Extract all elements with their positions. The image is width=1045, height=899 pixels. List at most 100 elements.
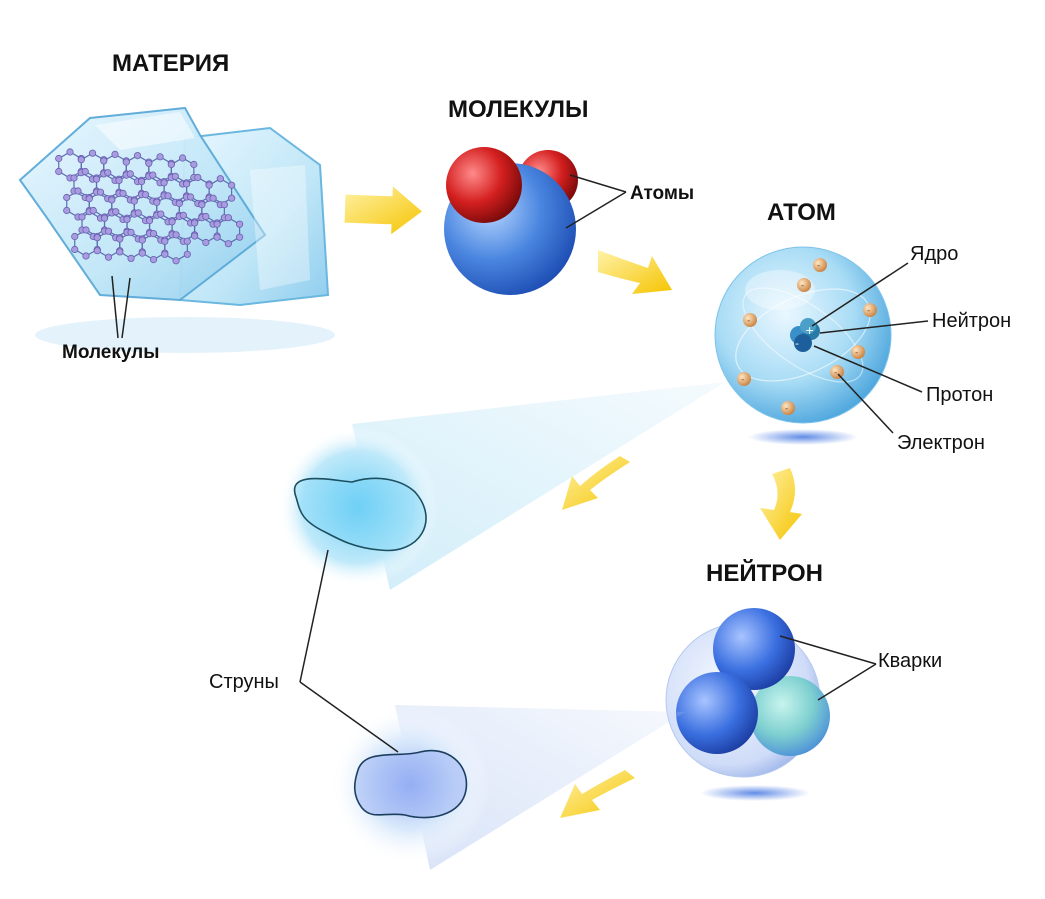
- lattice-atom: [220, 201, 228, 209]
- lattice-atom: [149, 171, 157, 179]
- svg-text:+: +: [805, 324, 814, 337]
- electron-minus: -: [785, 404, 788, 414]
- atom-nucleus: + -: [790, 318, 820, 352]
- lattice-atom: [63, 193, 71, 202]
- lattice-atom: [228, 194, 236, 202]
- lattice-atom: [213, 233, 221, 241]
- electron-dot: [797, 278, 811, 292]
- lattice-atom: [108, 196, 116, 204]
- lattice-atom: [134, 209, 142, 217]
- lattice-atom: [194, 173, 202, 182]
- lattice-atom: [164, 192, 172, 200]
- atom-pointers: [811, 262, 929, 434]
- label-nucleus: Ядро: [910, 243, 959, 265]
- lattice-atom: [138, 249, 146, 257]
- lattice-atom: [77, 156, 85, 164]
- lattice-atom: [85, 195, 93, 203]
- lattice-atom: [119, 189, 127, 197]
- title-matter: МАТЕРИЯ: [112, 50, 230, 77]
- lattice-atom: [141, 191, 150, 199]
- lattice-atom: [157, 210, 165, 218]
- lattice-atom: [63, 206, 71, 215]
- electron-dot: [737, 372, 751, 386]
- lattice-atom: [78, 213, 86, 221]
- lattice-atom: [172, 231, 180, 239]
- lattice-atom: [175, 199, 183, 208]
- lattice-atom: [172, 257, 180, 265]
- label-matter-molecules: Молекулы: [62, 342, 160, 363]
- lattice-atom: [224, 240, 232, 248]
- svg-text:-: -: [795, 337, 799, 350]
- lattice-atom: [104, 169, 112, 177]
- lattice-atom: [190, 219, 199, 227]
- matter-molecules-pointer: [111, 275, 131, 339]
- lattice-atom: [92, 175, 101, 183]
- lattice-atom: [190, 160, 198, 169]
- lattice-atom: [149, 230, 158, 238]
- lattice-atom: [93, 247, 101, 255]
- lattice-atom: [70, 174, 78, 182]
- lattice-atom: [100, 157, 108, 165]
- atom-electrons: - - - - - - - -: [737, 258, 877, 415]
- lattice-atom: [82, 226, 90, 234]
- electron-dot: [743, 313, 757, 327]
- water-molecule: [444, 147, 578, 295]
- lattice-atom: [236, 233, 244, 241]
- atoms-pointer: [565, 174, 627, 229]
- lattice-atom: [213, 220, 221, 228]
- neutron-illustration: [665, 608, 830, 801]
- quark-top: [713, 608, 795, 690]
- title-molecules: МОЛЕКУЛЫ: [448, 96, 589, 123]
- lattice-atom: [161, 237, 169, 245]
- lattice-atom: [145, 217, 154, 225]
- strings-pointer: [299, 549, 399, 753]
- electron-minus: -: [817, 261, 820, 271]
- lattice-atom: [126, 170, 134, 178]
- lattice-atom: [236, 220, 244, 228]
- lattice-atom: [111, 150, 119, 158]
- electron-minus: -: [834, 368, 837, 378]
- lattice-atom: [89, 206, 97, 215]
- label-quarks: Кварки: [878, 650, 943, 672]
- electron-minus: -: [747, 316, 750, 326]
- lattice-atom: [224, 214, 232, 222]
- arrow-atom-to-neutron: [760, 468, 802, 540]
- lattice-atom: [202, 238, 210, 247]
- lattice-atom: [178, 154, 187, 162]
- lattice-atom: [202, 212, 210, 221]
- label-neutron-part: Нейтрон: [932, 310, 1012, 332]
- lattice-atom: [171, 172, 179, 180]
- electron-minus: -: [855, 348, 858, 358]
- lattice-atom: [153, 198, 161, 206]
- arrow-matter-to-molecules: [344, 186, 422, 235]
- electron-minus: -: [867, 306, 870, 316]
- lattice-atom: [190, 232, 199, 240]
- lattice-atom: [168, 218, 176, 226]
- lattice-atom: [116, 235, 124, 243]
- lattice-atom: [228, 181, 236, 189]
- lattice-atom: [216, 175, 224, 183]
- lattice-atom: [130, 197, 138, 205]
- label-atoms: Атомы: [630, 183, 695, 204]
- lattice-atom: [96, 188, 105, 196]
- string-upper: [278, 427, 438, 587]
- lattice-atom: [82, 252, 90, 260]
- quarks-pointer: [779, 635, 877, 701]
- lattice-atom: [138, 236, 146, 244]
- title-atom: АТОМ: [767, 199, 836, 226]
- lattice-atom: [123, 215, 131, 223]
- lattice-atom: [66, 148, 74, 156]
- quark-green: [750, 676, 830, 756]
- lattice-atom: [183, 250, 191, 258]
- matter-ice-block: [18, 106, 335, 353]
- lattice-atom: [104, 227, 113, 235]
- lattice-atom: [182, 180, 191, 188]
- lattice-atom: [205, 181, 213, 189]
- lattice-atom: [186, 193, 195, 201]
- lattice-atom: [133, 152, 142, 160]
- lattice-atom: [209, 194, 217, 202]
- lattice-atom: [161, 250, 169, 258]
- arrow-atom-to-string: [562, 456, 630, 510]
- electron-minus: -: [801, 281, 804, 291]
